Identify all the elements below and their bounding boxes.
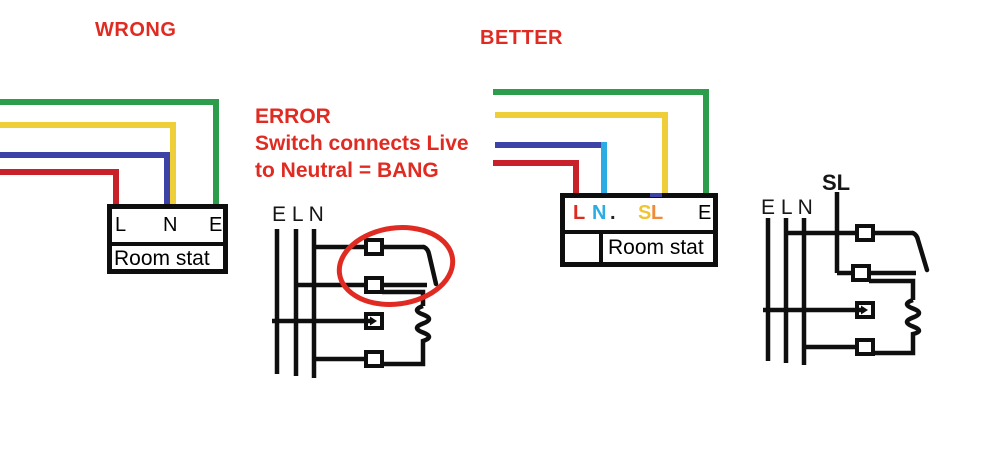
wrong-terminal-row: L N E	[112, 209, 223, 246]
error-heading: ERROR	[255, 105, 331, 128]
error-line-3: to Neutral = BANG	[255, 159, 439, 182]
better-stat-wires	[493, 89, 709, 197]
wrong-terminal-1	[364, 238, 384, 256]
better-blank-cell	[565, 234, 603, 262]
better-terminal-2	[851, 264, 871, 282]
better-earth-wire	[493, 89, 709, 197]
wrong-coil-return	[381, 348, 426, 367]
wrong-terminal-label-e: E	[209, 214, 223, 236]
wrong-stat-wires	[0, 99, 219, 208]
better-terminal-label-e: E	[698, 202, 712, 224]
better-earth-arrow	[861, 305, 868, 315]
better-bus-labels: E L N	[761, 196, 813, 219]
better-sl-label: SL	[822, 170, 851, 195]
better-terminal-label-l: L	[573, 202, 586, 224]
wrong-room-stat-box: L N E Room stat	[107, 204, 228, 274]
better-name-row: Room stat	[565, 234, 713, 262]
better-terminal-label-n: N	[592, 202, 607, 224]
wrong-switched-live-wire	[0, 122, 176, 208]
wrong-boiler-coil	[414, 303, 432, 348]
better-terminal-1	[855, 224, 875, 242]
stray-dot: .	[610, 202, 616, 224]
wrong-switch-blade	[421, 244, 439, 287]
better-terminal-label-sl-s: S	[638, 202, 652, 224]
wrong-terminal-2	[364, 276, 384, 294]
wrong-terminal-3	[364, 312, 384, 330]
better-switched-live-wire	[495, 112, 668, 197]
wrong-earth-wire	[0, 99, 219, 208]
wrong-coil-feed	[382, 289, 426, 306]
better-terminal-4	[855, 338, 875, 356]
wrong-earth-arrow	[370, 316, 377, 326]
better-room-stat-label: Room stat	[608, 236, 704, 259]
error-note: ERROR Switch connects Live to Neutral = …	[255, 103, 469, 184]
better-coil-return	[872, 337, 916, 356]
error-highlight-ellipse	[336, 225, 456, 307]
wrong-name-row: Room stat	[112, 246, 223, 270]
better-room-stat-box: L N . S L E Room stat	[560, 193, 718, 267]
better-switch-blade	[910, 230, 930, 273]
wrong-bus-labels: E L N	[272, 203, 324, 226]
better-boiler-coil	[904, 297, 922, 337]
error-line-2: Switch connects Live	[255, 132, 469, 155]
better-title: BETTER	[480, 27, 563, 49]
better-terminal-3	[855, 301, 875, 319]
wrong-junction-schematic	[272, 229, 439, 378]
wrong-terminal-label-l: L	[115, 214, 127, 236]
wrong-terminal-4	[364, 350, 384, 368]
stray-blue-mark	[650, 193, 662, 197]
wrong-terminal-label-n: N	[163, 214, 178, 236]
wrong-live-wire	[0, 169, 119, 208]
wrong-title: WRONG	[95, 19, 177, 41]
better-coil-feed	[869, 278, 916, 300]
better-junction-schematic	[763, 192, 930, 365]
better-live-wire	[493, 160, 579, 197]
wrong-neutral-wire	[0, 152, 170, 208]
better-terminal-row: L N . S L E	[565, 198, 713, 234]
better-terminal-label-sl-l: L	[651, 202, 664, 224]
wrong-room-stat-label: Room stat	[114, 247, 210, 270]
